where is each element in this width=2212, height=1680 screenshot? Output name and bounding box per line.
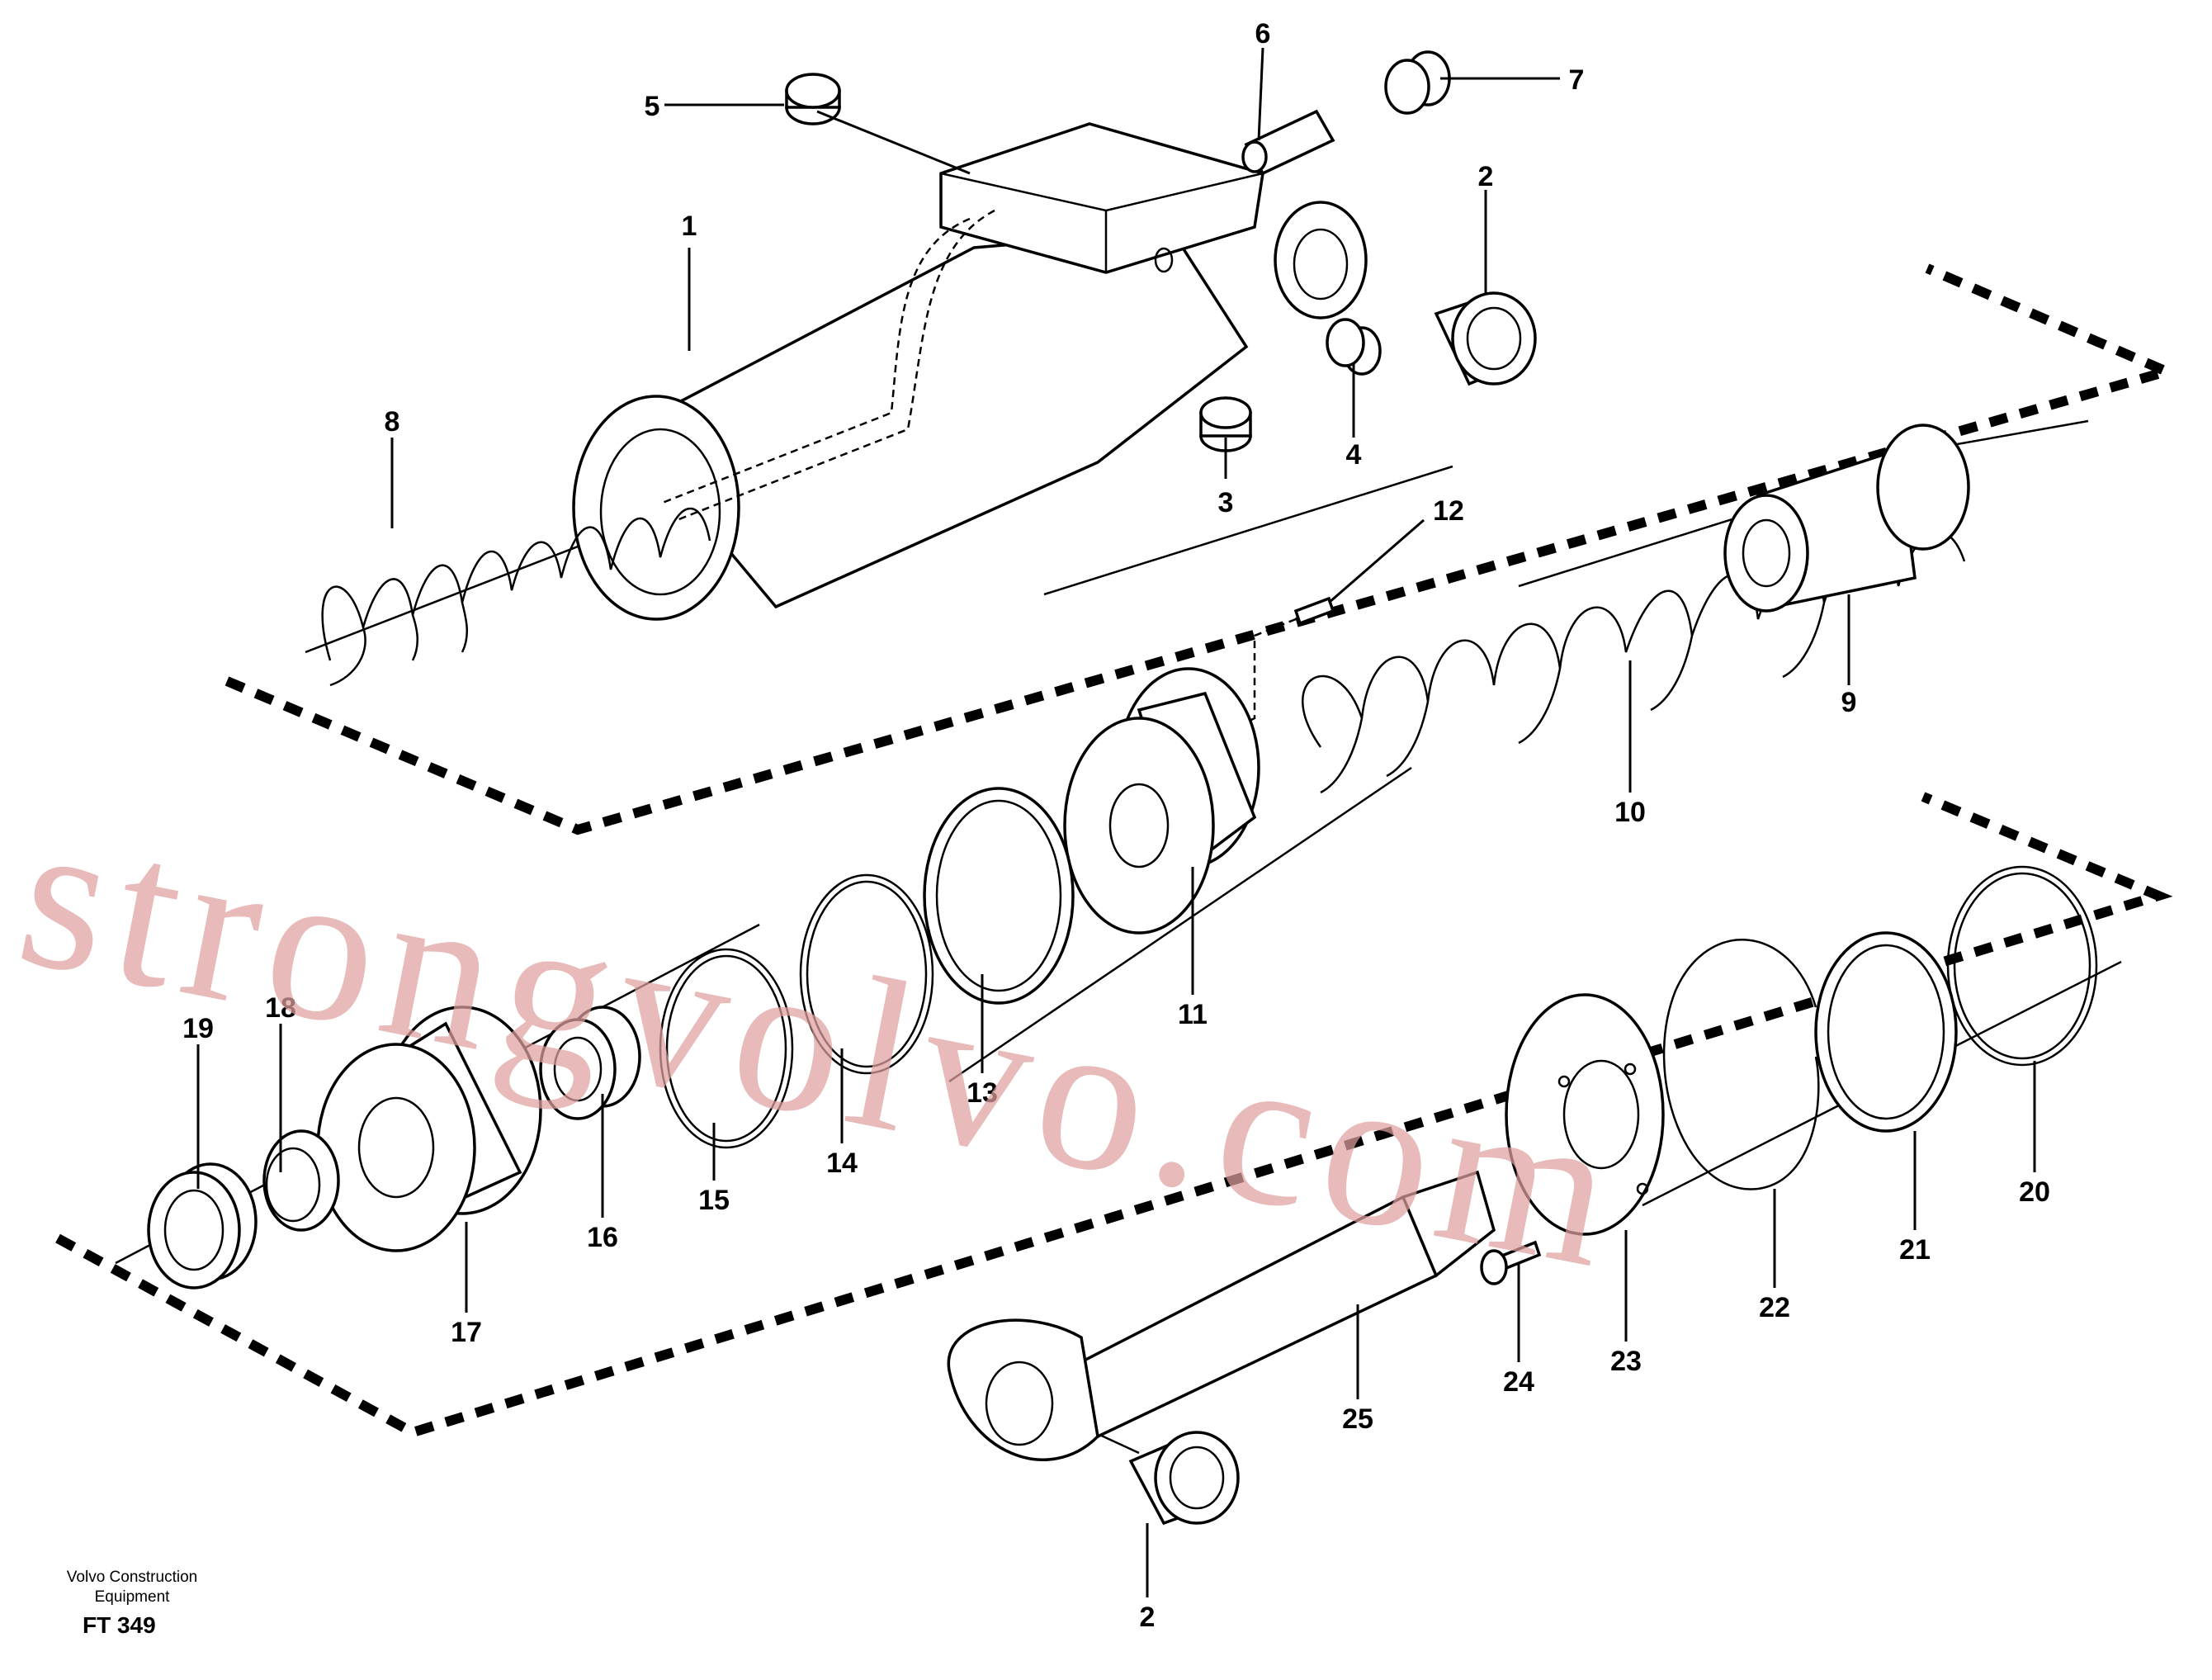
bushing-part-2-bottom [1128,1431,1240,1526]
callout-2-bottom: 2 [1140,1602,1156,1633]
callout-18: 18 [265,992,296,1024]
cylinder-housing [572,122,1368,621]
callout-25: 25 [1342,1403,1373,1435]
plug-part-4 [1326,318,1382,376]
callout-23: 23 [1610,1346,1642,1377]
ring-part-21 [1814,931,1958,1133]
gland-part-17 [316,1006,542,1252]
spring-part-8 [321,507,711,687]
callout-24: 24 [1503,1366,1534,1398]
callout-19: 19 [182,1013,214,1044]
piston-part-11 [1063,667,1260,935]
callout-7: 7 [1569,64,1585,96]
ring-part-15 [659,948,794,1149]
brand-line-2: Equipment [94,1588,170,1606]
bushing-part-2-top [1434,291,1537,386]
callout-10: 10 [1614,797,1646,828]
callout-6: 6 [1255,18,1271,50]
plug-part-5 [785,73,841,125]
bushing-part-16 [539,1006,641,1120]
callout-leader-lines [196,47,2036,1597]
callout-13: 13 [967,1077,998,1109]
piston-rod-part-25 [947,1170,1496,1461]
flange-part-23 [1505,993,1665,1236]
dashed-frame-upper [225,263,2181,835]
guide-tube-part-9 [1723,424,1970,613]
dashed-frame-lower [55,792,2173,1438]
ring-part-14 [799,873,934,1075]
brand-caption: Volvo Construction Equipment [33,1568,231,1607]
callout-17: 17 [451,1317,482,1348]
callout-1: 1 [682,211,697,242]
callout-4: 4 [1346,439,1362,471]
figure-code: FT 349 [83,1612,156,1638]
callout-2-top: 2 [1478,161,1494,192]
ring-part-13 [923,787,1075,1005]
callout-11: 11 [1178,999,1208,1030]
callout-21: 21 [1899,1234,1931,1266]
callout-20: 20 [2019,1176,2050,1208]
callout-9: 9 [1841,687,1857,718]
callout-numbers: 1 2 3 4 5 6 7 8 9 10 11 12 13 14 15 16 1… [182,18,2050,1633]
bolt-part-24 [1480,1240,1542,1285]
ring-part-22 [1662,939,1820,1190]
callout-3: 3 [1218,487,1234,518]
valve-part-6 [1241,109,1335,176]
callout-16: 16 [587,1222,618,1253]
callout-8: 8 [385,406,400,438]
plug-part-3 [1199,396,1252,452]
callout-12: 12 [1433,495,1464,527]
callout-14: 14 [826,1148,858,1179]
plug-part-7 [1384,50,1451,115]
ring-part-20 [1946,865,2098,1067]
pin-part-12 [1221,596,1335,736]
bushing-part-18 [262,1129,340,1232]
callout-5: 5 [645,91,660,122]
callout-15: 15 [698,1185,730,1216]
wiper-part-19 [147,1162,258,1290]
callout-22: 22 [1759,1292,1790,1323]
brand-line-1: Volvo Construction [66,1569,198,1586]
